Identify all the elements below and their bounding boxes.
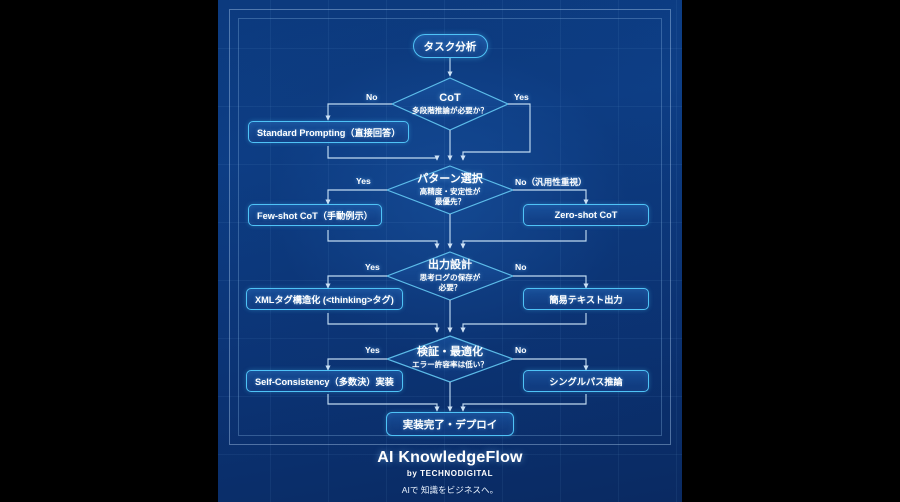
edge-label-pattern-no: No（汎用性重視）: [515, 177, 587, 187]
node-single-pass[interactable]: シングルパス推論: [523, 370, 649, 392]
single-pass-label: シングルパス推論: [523, 370, 649, 392]
footer-tagline: AIで 知識をビジネスへ。: [401, 485, 499, 495]
edge-label-output-no: No: [515, 262, 527, 272]
zero-shot-cot-label: Zero-shot CoT: [523, 204, 649, 226]
plain-text-output-label: 簡易テキスト出力: [523, 288, 649, 310]
node-xml-tag[interactable]: XMLタグ構造化 (<thinking>タグ): [246, 288, 403, 310]
footer-brand: AI KnowledgeFlow: [377, 449, 523, 466]
letterbox-right: [682, 0, 900, 502]
edge-label-output-yes: Yes: [365, 262, 380, 272]
node-standard-prompting[interactable]: Standard Prompting（直接回答）: [248, 121, 410, 143]
node-end[interactable]: 実装完了・デプロイ: [218, 412, 682, 436]
footer-by: by TECHNODIGITAL: [406, 469, 494, 478]
edge-label-validation-no: No: [515, 345, 527, 355]
node-self-consistency[interactable]: Self-Consistency（多数決）実装: [246, 370, 403, 392]
edge-label-cot-yes: Yes: [514, 92, 529, 102]
blueprint-canvas: タスク分析 CoT 多段階推論が必要か？ No Yes Standard Pro…: [218, 0, 682, 502]
end-label: 実装完了・デプロイ: [385, 412, 515, 436]
letterbox-left: [0, 0, 218, 502]
node-zero-shot-cot[interactable]: Zero-shot CoT: [523, 204, 649, 226]
edge-label-pattern-yes: Yes: [356, 176, 371, 186]
few-shot-cot-label: Few-shot CoT（手動例示）: [248, 204, 382, 226]
node-few-shot-cot[interactable]: Few-shot CoT（手動例示）: [248, 204, 382, 226]
node-start[interactable]: タスク分析: [218, 34, 682, 58]
standard-prompting-label: Standard Prompting（直接回答）: [248, 121, 410, 143]
xml-tag-label: XMLタグ構造化 (<thinking>タグ): [246, 288, 403, 310]
flowchart-connectors: [325, 58, 589, 412]
edge-label-cot-no: No: [366, 92, 378, 102]
start-label: タスク分析: [412, 34, 488, 58]
self-consistency-label: Self-Consistency（多数決）実装: [246, 370, 403, 392]
edge-label-validation-yes: Yes: [365, 345, 380, 355]
node-plain-text-output[interactable]: 簡易テキスト出力: [523, 288, 649, 310]
footer: AI KnowledgeFlow by TECHNODIGITAL AIで 知識…: [218, 449, 682, 496]
